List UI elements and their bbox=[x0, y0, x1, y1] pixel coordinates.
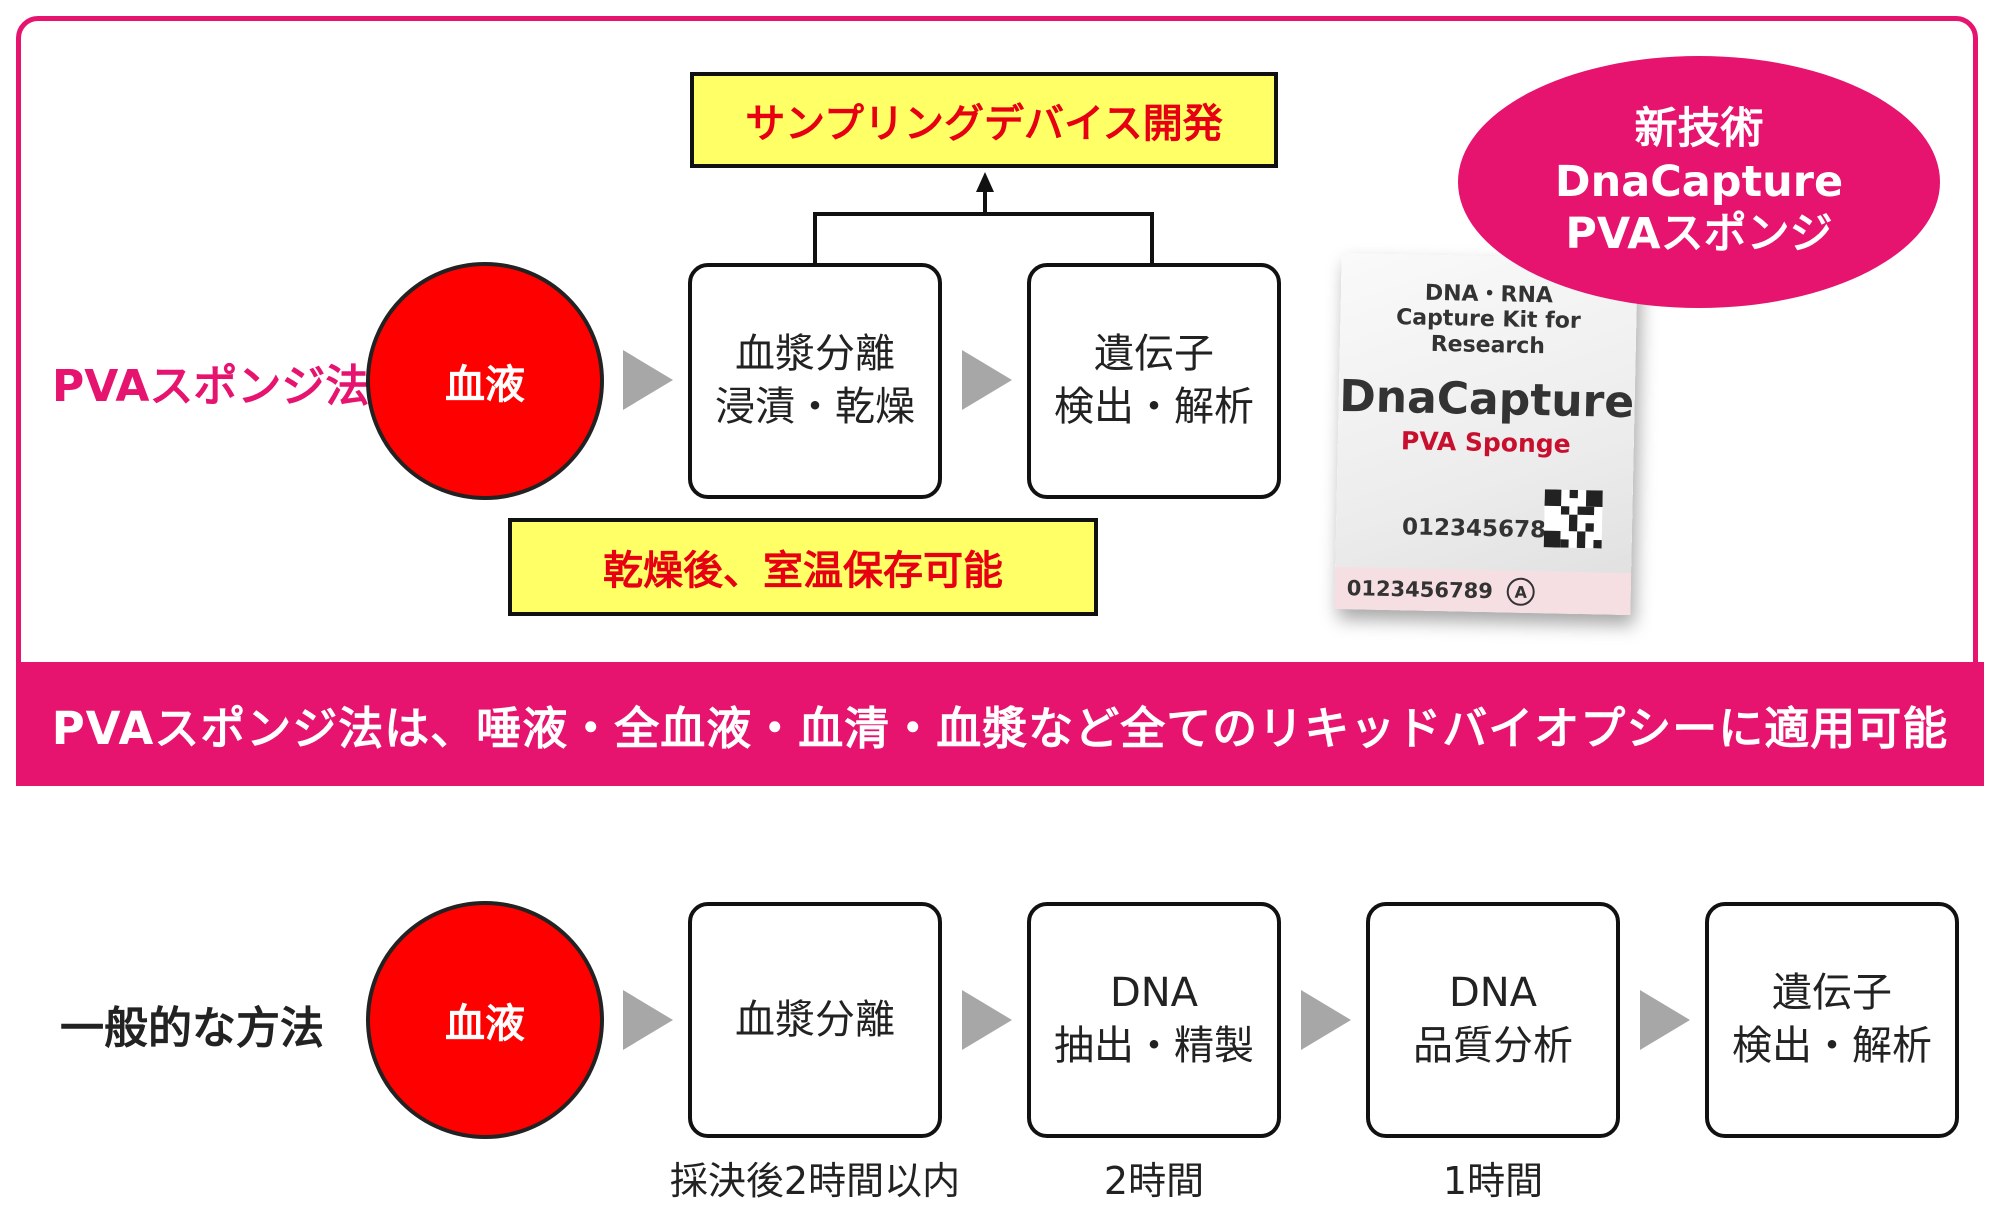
kit-subtitle: PVA Sponge bbox=[1400, 426, 1571, 459]
kit-name: DnaCapture bbox=[1338, 370, 1635, 429]
room-temp-storage-note: 乾燥後、室温保存可能 bbox=[508, 518, 1098, 616]
time-dna-extraction: 2時間 bbox=[1103, 1159, 1205, 1203]
sampling-device-note: サンプリングデバイス開発 bbox=[690, 72, 1278, 168]
qr-code-icon bbox=[1543, 489, 1603, 549]
blood-circle: 血液 bbox=[366, 262, 604, 500]
step-line: 検出・解析 bbox=[1732, 1023, 1932, 1069]
step-line: DNA bbox=[1448, 970, 1538, 1017]
badge-line: DnaCapture bbox=[1554, 156, 1844, 207]
blood-label: 血液 bbox=[445, 1001, 525, 1047]
arrow-right-icon bbox=[1301, 990, 1351, 1050]
step-dna-extraction: DNA 抽出・精製 bbox=[1027, 902, 1281, 1138]
step-plasma-separation-drying: 血漿分離 浸漬・乾燥 bbox=[688, 263, 942, 499]
arrow-right-icon bbox=[962, 350, 1012, 410]
time-plasma-separation: 採決後2時間以内 bbox=[669, 1159, 961, 1203]
arrow-right-icon bbox=[1640, 990, 1690, 1050]
step-dna-quality: DNA 品質分析 bbox=[1366, 902, 1620, 1138]
pva-row-label: PVAスポンジ法 bbox=[52, 361, 370, 412]
arrow-right-icon bbox=[623, 990, 673, 1050]
banner-text: PVAスポンジ法は、唾液・全血液・血清・血漿など全てのリキッドバイオプシーに適用… bbox=[51, 701, 1949, 755]
circled-a-icon: A bbox=[1506, 577, 1536, 607]
time-dna-quality: 1時間 bbox=[1442, 1159, 1544, 1203]
step-gene-detection: 遺伝子 検出・解析 bbox=[1027, 263, 1281, 499]
room-temp-storage-text: 乾燥後、室温保存可能 bbox=[603, 548, 1003, 594]
applicability-banner: PVAスポンジ法は、唾液・全血液・血清・血漿など全てのリキッドバイオプシーに適用… bbox=[16, 662, 1984, 786]
conventional-row-label: 一般的な方法 bbox=[60, 1003, 324, 1054]
kit-code: 0123456789 bbox=[1401, 514, 1563, 544]
new-tech-badge: 新技術 DnaCapture PVAスポンジ bbox=[1458, 56, 1940, 308]
arrow-up-icon bbox=[976, 172, 994, 192]
step-gene-detection: 遺伝子 検出・解析 bbox=[1705, 902, 1959, 1138]
kit-strip: 0123456789 A bbox=[1334, 566, 1632, 616]
arrow-right-icon bbox=[962, 990, 1012, 1050]
step-line: 遺伝子 bbox=[1094, 331, 1214, 378]
badge-line: PVAスポンジ bbox=[1565, 209, 1833, 260]
step-line: 血漿分離 bbox=[735, 996, 895, 1043]
step-line: DNA bbox=[1109, 970, 1199, 1017]
merge-connector bbox=[813, 172, 1154, 266]
kit-strip-code: 0123456789 bbox=[1346, 576, 1494, 604]
arrow-right-icon bbox=[623, 350, 673, 410]
kit-line: Research bbox=[1430, 331, 1546, 359]
badge-line: 新技術 bbox=[1634, 104, 1764, 155]
blood-circle: 血液 bbox=[366, 901, 604, 1139]
sampling-device-note-text: サンプリングデバイス開発 bbox=[745, 101, 1223, 147]
step-line: 血漿分離 bbox=[735, 331, 895, 378]
step-line: 抽出・精製 bbox=[1054, 1023, 1254, 1069]
step-line: 浸漬・乾燥 bbox=[715, 384, 915, 430]
step-line: 遺伝子 bbox=[1772, 970, 1892, 1017]
step-plasma-separation: 血漿分離 bbox=[688, 902, 942, 1138]
blood-label: 血液 bbox=[445, 362, 525, 408]
step-line: 検出・解析 bbox=[1054, 384, 1254, 430]
step-line: 品質分析 bbox=[1413, 1023, 1573, 1069]
dnacapture-kit-image: DNA・RNA Capture Kit for Research DnaCapt… bbox=[1334, 252, 1638, 616]
